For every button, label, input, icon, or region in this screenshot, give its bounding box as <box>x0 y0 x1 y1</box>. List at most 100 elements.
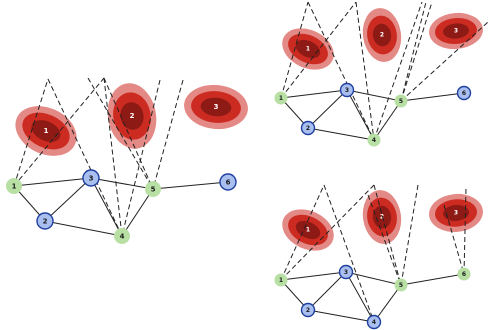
node-3: 3 <box>338 264 354 280</box>
edge-5-6 <box>152 181 229 190</box>
region-core <box>372 23 392 47</box>
dashed-ray <box>280 1 357 99</box>
region-label: 2 <box>380 32 384 39</box>
node-6: 6 <box>456 85 472 101</box>
dashed-ray <box>463 187 467 275</box>
edge-2-4 <box>307 127 375 141</box>
green-node-circle <box>274 91 288 105</box>
edge-1-3 <box>280 271 347 281</box>
edge-3-4 <box>345 271 375 323</box>
region-3: 3 <box>429 193 483 233</box>
edge-3-4 <box>346 89 375 141</box>
region-1: 1 <box>282 28 334 70</box>
blue-node-circle <box>82 169 100 187</box>
node-label: 2 <box>43 218 48 226</box>
blue-node-circle <box>219 173 237 191</box>
blue-node-circle <box>300 302 316 318</box>
node-label: 3 <box>345 87 349 94</box>
region-label: 1 <box>306 227 310 234</box>
node-4: 4 <box>367 133 381 147</box>
blue-node-circle <box>338 264 354 280</box>
node-label: 5 <box>151 186 156 194</box>
dashed-ray <box>47 78 123 237</box>
edge-4-5 <box>373 100 402 141</box>
node-5: 5 <box>145 181 161 197</box>
green-node-circle <box>367 133 381 147</box>
dashed-ray <box>373 1 423 141</box>
node-1: 1 <box>274 273 288 287</box>
edge-5-6 <box>400 273 465 286</box>
edge-4-5 <box>121 188 154 237</box>
node-5: 5 <box>394 94 408 108</box>
blue-node-circle <box>456 85 472 101</box>
dashed-ray <box>13 78 49 187</box>
green-node-circle <box>145 181 161 197</box>
node-label: 1 <box>12 183 17 191</box>
dashed-ray <box>280 184 375 281</box>
node-6: 6 <box>219 173 237 191</box>
region-label: 3 <box>454 28 458 35</box>
region-3: 3 <box>184 84 248 130</box>
region-label: 2 <box>130 112 135 120</box>
dashed-ray <box>443 204 465 275</box>
node-4: 4 <box>366 314 382 330</box>
region-label: 2 <box>380 214 384 221</box>
node-label: 6 <box>462 90 466 97</box>
blue-node-circle <box>300 120 316 136</box>
edge-2-4 <box>307 309 375 323</box>
green-node-circle <box>394 94 408 108</box>
node-label: 6 <box>226 179 231 187</box>
node-label: 5 <box>399 282 403 289</box>
dashed-ray <box>355 1 375 141</box>
region-core <box>372 205 392 229</box>
node-4: 4 <box>114 228 130 244</box>
region-3: 3 <box>429 12 483 50</box>
region-core <box>443 204 469 222</box>
dashed-ray <box>307 1 375 141</box>
dashed-ray <box>323 184 375 323</box>
dashed-ray <box>373 184 402 286</box>
node-5: 5 <box>394 278 408 292</box>
node-label: 4 <box>120 233 125 241</box>
region-core <box>200 97 232 117</box>
edge-1-3 <box>13 177 92 187</box>
green-node-circle <box>457 267 471 281</box>
edge-2-3 <box>44 177 92 222</box>
dashed-ray <box>121 79 161 237</box>
edge-3-5 <box>346 89 402 102</box>
dashed-ray <box>280 1 309 99</box>
node-label: 1 <box>279 95 283 102</box>
node-label: 1 <box>279 277 283 284</box>
region-core <box>31 120 61 142</box>
region-label: 1 <box>44 127 49 135</box>
node-1: 1 <box>6 178 22 194</box>
region-2: 2 <box>107 83 157 149</box>
region-2: 2 <box>362 8 402 62</box>
region-core <box>120 102 144 130</box>
node-3: 3 <box>82 169 100 187</box>
node-label: 3 <box>89 175 94 183</box>
edge-2-4 <box>44 220 123 237</box>
dashed-ray <box>280 184 325 281</box>
node-label: 2 <box>306 307 310 314</box>
green-node-circle <box>274 273 288 287</box>
region-core <box>295 39 321 59</box>
edge-2-3 <box>307 89 348 129</box>
blue-node-circle <box>366 314 382 330</box>
green-node-circle <box>394 278 408 292</box>
dashed-ray <box>103 77 154 190</box>
node-2: 2 <box>300 302 316 318</box>
region-1: 1 <box>282 209 334 251</box>
edge-3-4 <box>90 177 123 237</box>
dashed-ray <box>400 1 427 102</box>
blue-node-circle <box>339 82 355 98</box>
node-label: 5 <box>399 98 403 105</box>
region-label: 3 <box>454 210 458 217</box>
edge-3-5 <box>345 271 402 286</box>
node-label: 4 <box>372 137 376 144</box>
node-label: 6 <box>462 271 466 278</box>
dashed-ray <box>87 77 154 190</box>
region-2: 2 <box>362 190 402 244</box>
